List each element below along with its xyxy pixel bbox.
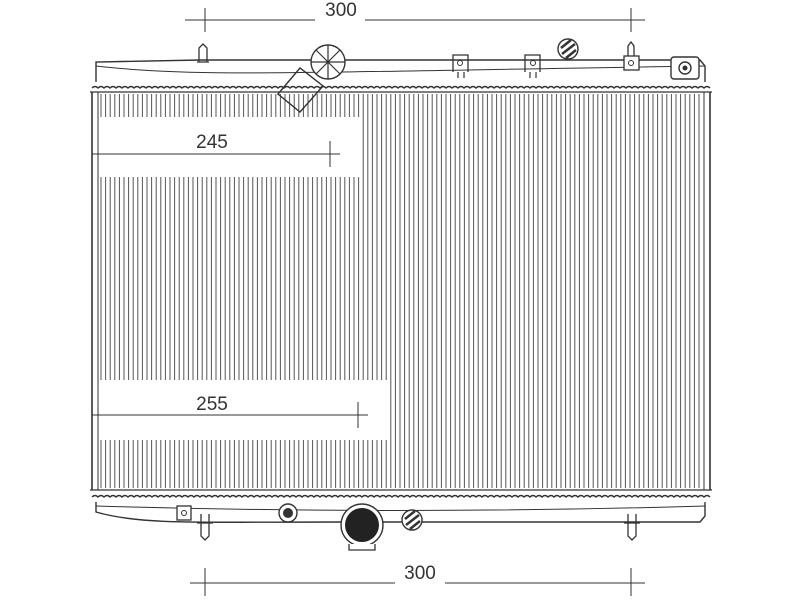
filler-neck xyxy=(277,67,325,113)
dimension-lower-label: 255 xyxy=(196,394,228,415)
bottom-right-mount-pin xyxy=(624,514,640,541)
lower-label-window xyxy=(97,380,387,440)
radiator-core xyxy=(91,92,711,490)
dimension-upper-core: 245 xyxy=(92,132,340,167)
top-tank xyxy=(90,38,712,113)
core-side-plates xyxy=(97,92,705,490)
top-left-mount-pin xyxy=(197,43,209,63)
outlet-pipe-icon xyxy=(340,503,384,551)
bottom-left-mount-pin xyxy=(197,514,213,541)
dimension-top: 300 xyxy=(185,0,645,32)
dimension-bottom-label-bg xyxy=(395,562,445,584)
upper-label-window xyxy=(97,117,362,177)
top-right-boss xyxy=(623,55,640,71)
bottom-left-bracket xyxy=(176,505,192,521)
sensor-port-icon xyxy=(670,56,700,80)
top-bracket-1 xyxy=(452,54,469,78)
drain-plug-icon xyxy=(278,503,298,523)
bottom-tank xyxy=(90,489,712,551)
dimension-upper-label: 245 xyxy=(196,132,228,153)
core-side-walls xyxy=(91,92,711,490)
bottom-header-crimp xyxy=(91,494,711,498)
striped-plug-icon xyxy=(401,509,423,531)
top-tank-seam xyxy=(95,65,706,74)
vent-plug-icon xyxy=(557,38,579,60)
dimension-bottom-label: 300 xyxy=(404,563,436,584)
dimension-bottom: 300 xyxy=(190,562,645,596)
filler-cap-icon xyxy=(310,44,346,80)
top-right-mount-pin xyxy=(627,40,635,56)
bottom-tank-outline xyxy=(95,502,706,523)
top-header-crimp xyxy=(91,85,711,89)
dimension-lower-core: 255 xyxy=(92,394,368,428)
top-bracket-2 xyxy=(524,54,541,78)
dimension-top-label-bg xyxy=(315,0,365,22)
dimension-top-label: 300 xyxy=(325,0,357,21)
